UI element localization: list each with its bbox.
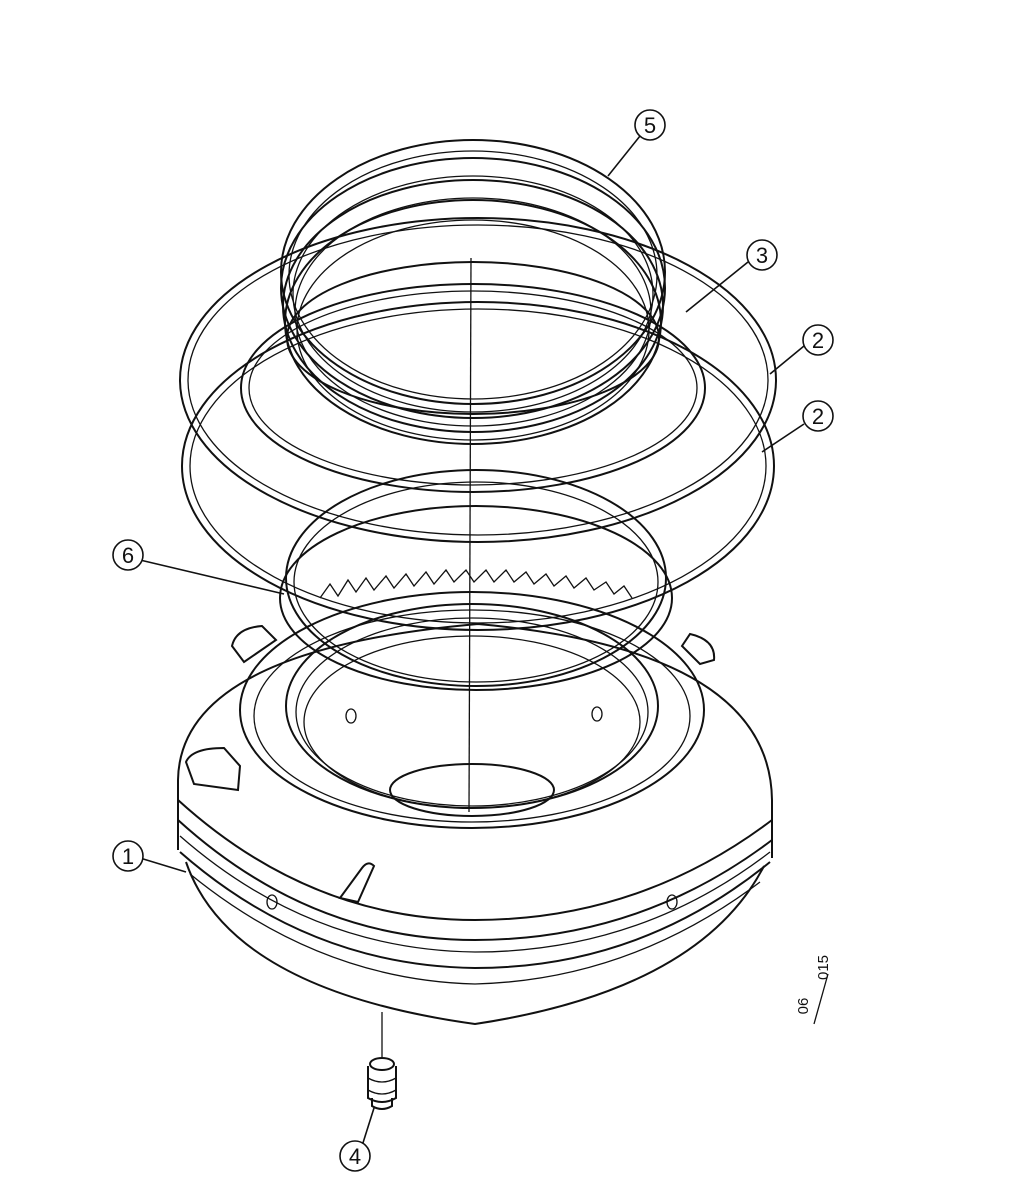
part-2-o-ring-upper	[179, 217, 777, 543]
callout-label: 2	[812, 328, 824, 353]
callout-1: 1	[112, 840, 144, 872]
drawing-ref-right: 015	[815, 955, 832, 980]
part-5-threaded-ring	[280, 139, 666, 445]
callout-2b: 2	[802, 400, 834, 432]
part-4-fitting	[367, 1057, 397, 1110]
callout-3: 3	[746, 239, 778, 271]
leader-6	[139, 559, 285, 595]
callout-2a: 2	[802, 324, 834, 356]
part-3-seal-ring	[240, 283, 706, 493]
callout-label: 4	[349, 1144, 361, 1169]
part-1-housing	[177, 591, 773, 1026]
part-6-toothed-ring	[279, 469, 673, 691]
drawing-ref-left: 06	[795, 998, 812, 1015]
leader-5	[607, 135, 641, 177]
part-2-o-ring-lower	[181, 301, 775, 631]
callout-4: 4	[339, 1140, 371, 1172]
callout-label: 3	[756, 243, 768, 268]
callout-label: 1	[122, 844, 134, 869]
callout-label: 2	[812, 404, 824, 429]
drawing-reference: 06 015	[795, 955, 832, 1025]
leader-2b	[761, 423, 805, 453]
leader-3	[685, 261, 749, 313]
callout-label: 5	[644, 113, 656, 138]
callout-5: 5	[634, 109, 666, 141]
leader-4	[361, 1107, 375, 1147]
leader-1	[139, 857, 187, 873]
callout-6: 6	[112, 539, 144, 571]
callout-label: 6	[122, 543, 134, 568]
leader-2a	[769, 345, 805, 375]
